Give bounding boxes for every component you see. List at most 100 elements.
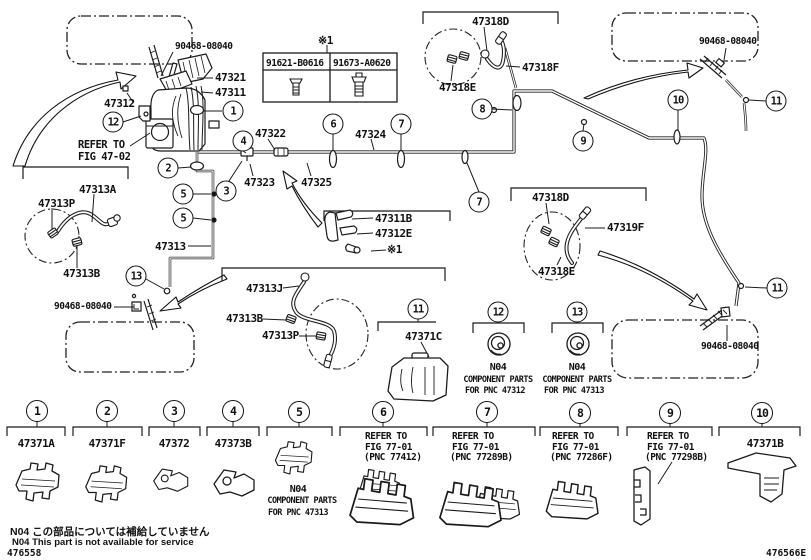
inset-clip-parts: [324, 209, 361, 254]
legend-callout-10: 10: [751, 402, 773, 424]
label-pointer-lines: [51, 26, 728, 485]
grommet-parts: [487, 332, 590, 356]
callout-11a: 11: [765, 90, 787, 112]
legend9-ref3: (PNC 77298B): [645, 452, 708, 463]
legend7-ref1: REFER TO: [452, 431, 494, 442]
callout-5a: 5: [172, 183, 194, 205]
legend7-ref2: FIG 77-01: [452, 442, 499, 453]
footer-note-en: N04 This part is not available for servi…: [12, 537, 194, 548]
label-47313a: 47313A: [79, 183, 116, 196]
label-47313: 47313: [155, 240, 186, 253]
label-90468-top-right: 90468-08040: [699, 36, 757, 47]
callout-7a: 7: [390, 113, 412, 135]
legend-callout-4: 4: [222, 400, 244, 422]
callout-10: 10: [667, 89, 689, 111]
label-47312e: 47312E: [375, 227, 412, 240]
body-panel-outlines: [65, 12, 759, 379]
legend-callout-3: 3: [163, 400, 185, 422]
label-47318e-top: 47318E: [439, 81, 476, 94]
legend-brackets: [6, 322, 801, 436]
legend6-ref2: FIG 77-01: [365, 442, 412, 453]
legend-callout-9: 9: [659, 402, 681, 424]
label-47313b-left: 47313B: [63, 267, 100, 280]
callout-12b: 12: [487, 301, 509, 323]
legend6-ref3: (PNC 77412): [364, 452, 422, 463]
legend5-note1: COMPONENT PARTS: [267, 496, 337, 506]
label-47318f: 47318F: [522, 61, 559, 74]
label-asterisk1-mid: ※1: [387, 243, 402, 256]
footer-code-right: 476566E: [766, 548, 807, 559]
label-47313j: 47313J: [246, 282, 283, 295]
label-47321: 47321: [215, 71, 246, 84]
legend-part-47372: 47372: [158, 437, 190, 450]
legend-callout-7: 7: [476, 401, 498, 423]
label-90468-left: 90468-08040: [54, 301, 112, 312]
label-90468-bottom-right: 90468-08040: [701, 341, 759, 352]
label-refer-fig4702-line2: FIG 47-02: [78, 151, 131, 163]
label-47318e-right: 47318E: [538, 265, 575, 278]
leader-lines: [122, 99, 768, 322]
legend-part-47373b: 47373B: [214, 437, 252, 450]
legend-callout-8: 8: [569, 402, 591, 424]
legend5-n04: N04: [289, 484, 307, 495]
n04-for-47313: FOR PNC 47313: [543, 386, 605, 396]
brake-tubes: [168, 47, 748, 307]
label-47311: 47311: [215, 86, 246, 99]
legend5-note2: FOR PNC 47313: [267, 508, 329, 518]
label-47313p-mid: 47313P: [262, 329, 299, 342]
legend-part-47371a: 47371A: [17, 437, 55, 450]
label-47323: 47323: [244, 176, 275, 189]
callout-8: 8: [471, 98, 493, 120]
hardware-box-left-part: 91621-B0616: [266, 58, 324, 69]
callout-4: 4: [232, 130, 254, 152]
master-cylinder-art: [122, 44, 220, 152]
legend9-ref1: REFER TO: [647, 431, 689, 442]
callout-6: 6: [322, 113, 344, 135]
hardware-box-mark: ※1: [318, 34, 333, 47]
legend-callout-2: 2: [96, 400, 118, 422]
callout-12a: 12: [102, 111, 124, 133]
legend8-ref3: (PNC 77286F): [550, 452, 613, 463]
n04-component-12: COMPONENT PARTS: [463, 375, 533, 385]
hardware-box-right-part: 91673-A0620: [333, 58, 391, 69]
label-47313b-mid: 47313B: [226, 312, 263, 325]
callout-5b: 5: [172, 207, 194, 229]
callout-13b: 13: [566, 301, 588, 323]
callout-1: 1: [222, 100, 244, 122]
label-refer-fig4702-line1: REFER TO: [78, 139, 125, 151]
callout-11b: 11: [766, 277, 788, 299]
legend-part-47371b: 47371B: [746, 437, 784, 450]
legend8-ref2: FIG 77-01: [552, 442, 599, 453]
footer-note-jp: N04 この部品については補給していません: [10, 526, 210, 538]
label-47322: 47322: [255, 127, 286, 140]
label-47324: 47324: [355, 128, 386, 141]
callout-3: 3: [215, 180, 237, 202]
flow-arrows: [12, 62, 708, 312]
legend9-ref2: FIG 77-01: [647, 442, 694, 453]
wheel-outlines: [24, 28, 581, 370]
hose-fittings: [46, 30, 593, 369]
label-47318d-top: 47318D: [472, 15, 509, 28]
legend8-ref1: REFER TO: [552, 431, 594, 442]
label-90468-top-left: 90468-08040: [175, 41, 233, 52]
n04-code-12: N04: [489, 362, 507, 373]
bolt-straps: [131, 55, 731, 331]
hardware-box: [262, 52, 398, 103]
part-47371c-drawing: [387, 352, 449, 402]
n04-component-13: COMPONENT PARTS: [542, 375, 612, 385]
label-47371c: 47371C: [405, 330, 442, 343]
legend-part-47371f: 47371F: [88, 437, 126, 450]
label-47311b: 47311B: [375, 212, 412, 225]
legend-callout-5: 5: [288, 401, 310, 423]
label-47313p-left: 47313P: [38, 197, 75, 210]
label-47325: 47325: [301, 176, 332, 189]
callout-13a: 13: [125, 265, 147, 287]
legend6-ref1: REFER TO: [365, 431, 407, 442]
callout-2: 2: [157, 157, 179, 179]
legend-part-drawings: [15, 352, 797, 528]
callout-9: 9: [572, 130, 594, 152]
label-47318d-right: 47318D: [532, 191, 569, 204]
legend7-ref3: (PNC 77289B): [450, 452, 513, 463]
